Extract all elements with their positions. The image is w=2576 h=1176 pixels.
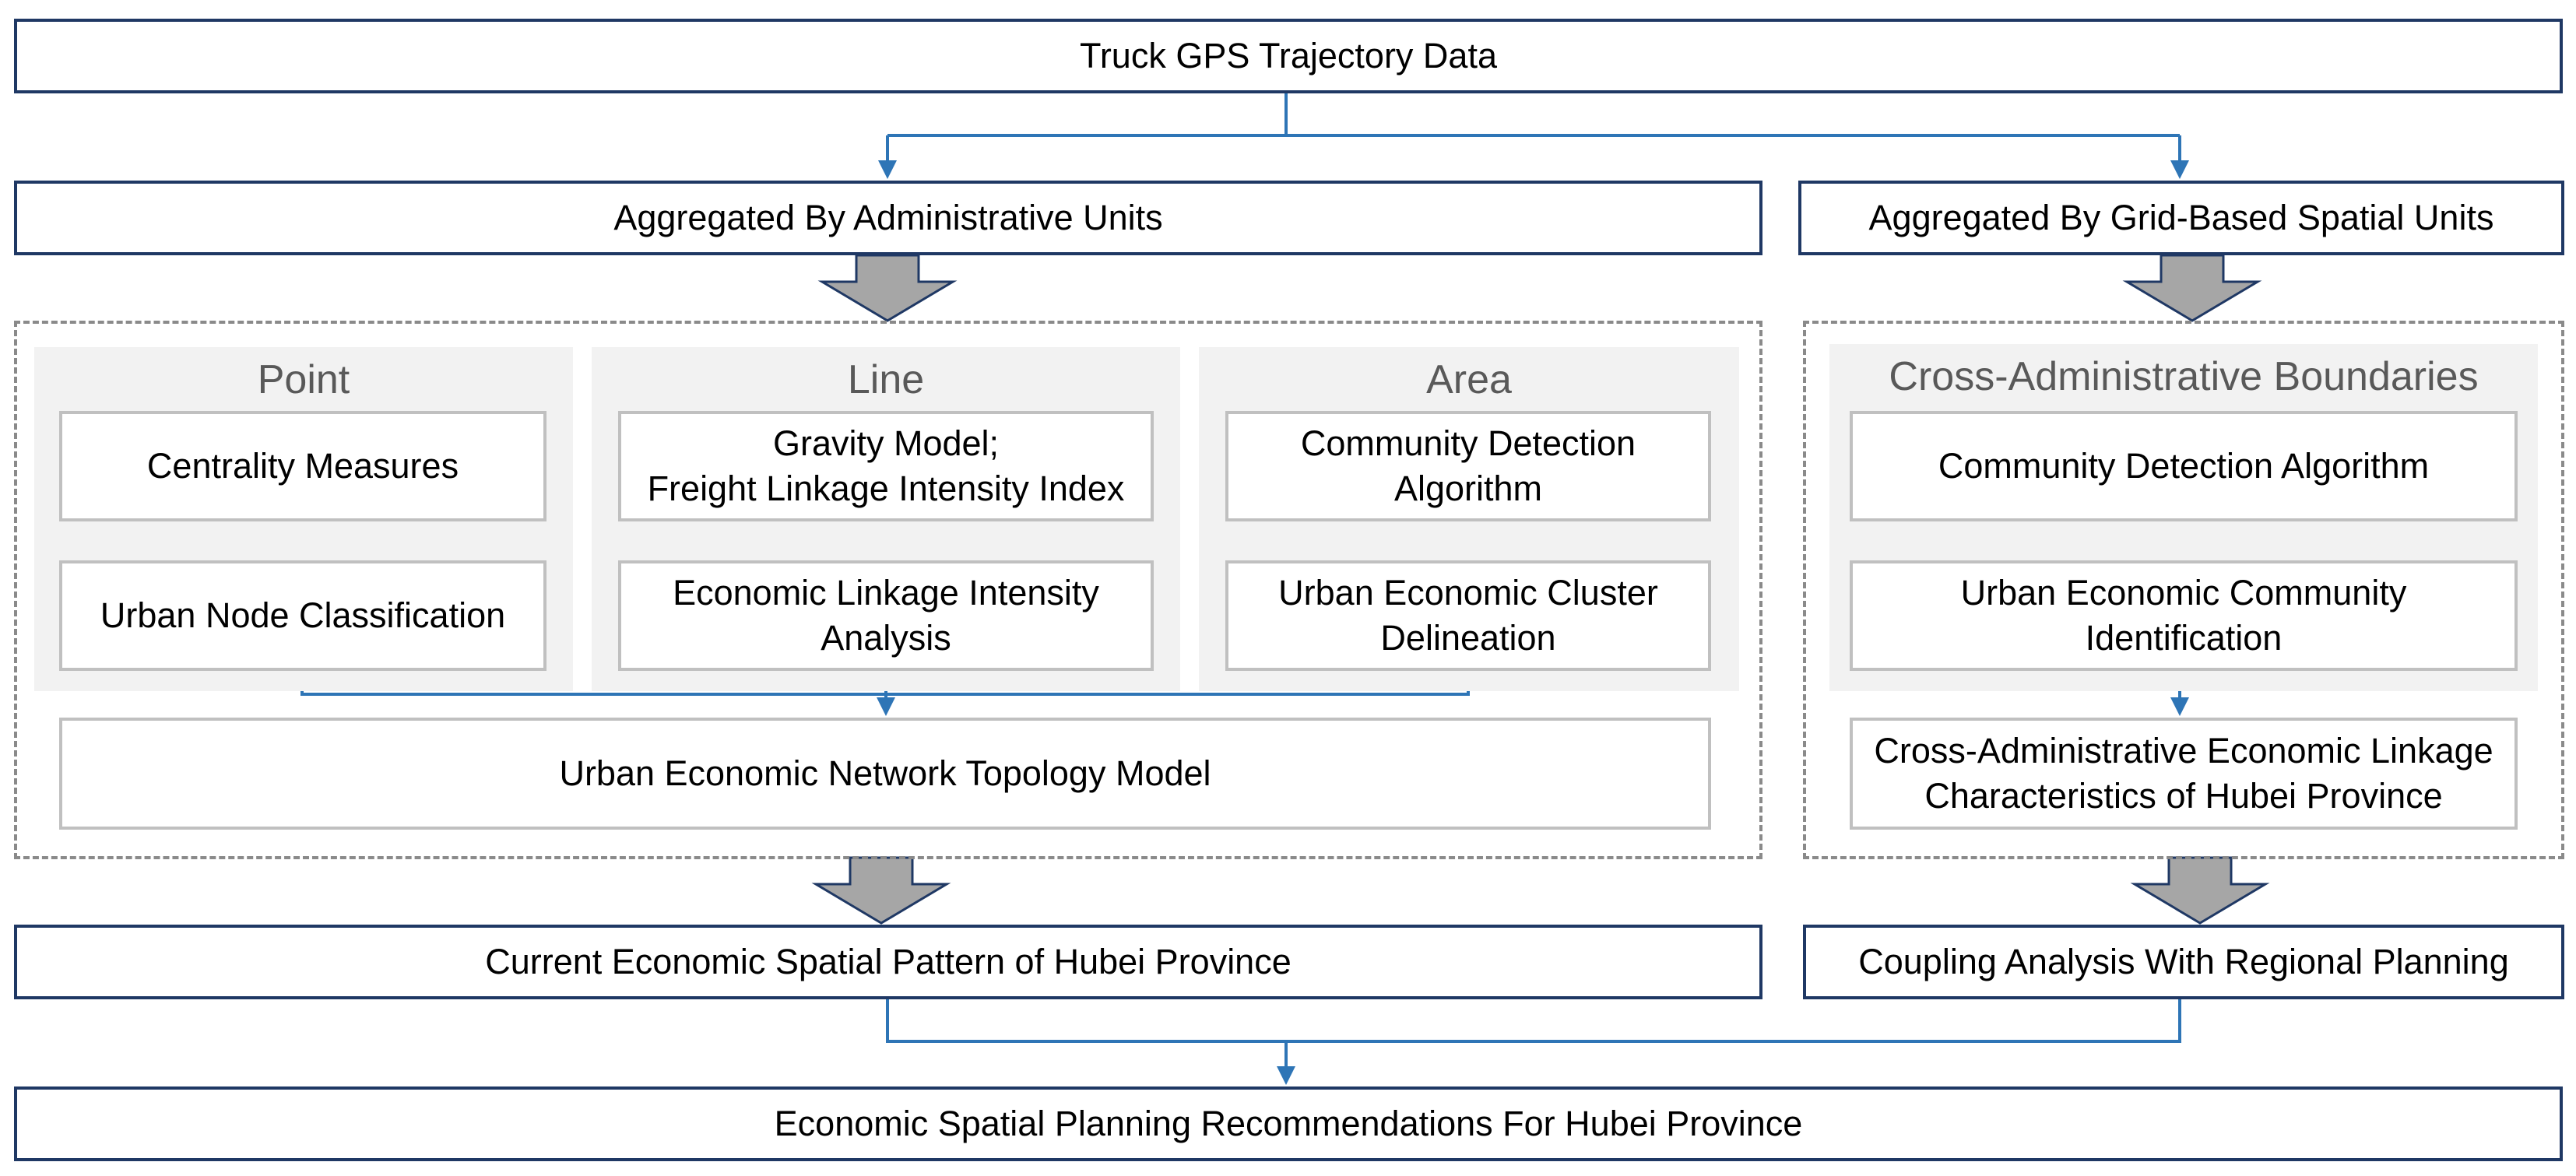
right-result-box: Coupling Analysis With Regional Planning (1803, 925, 2564, 999)
left-dashed-container (14, 321, 1762, 859)
block-arrow-left-1 (817, 254, 958, 322)
area-step2-box: Urban Economic Cluster Delineation (1225, 560, 1711, 671)
cross-step2-label: Urban Economic Community Identification (1960, 572, 2407, 658)
cross-step2-box: Urban Economic Community Identification (1850, 560, 2518, 671)
connector-top-split (887, 93, 2180, 137)
area-step1-box: Community Detection Algorithm (1225, 411, 1711, 521)
right-result-label: Coupling Analysis With Regional Planning (1858, 941, 2509, 981)
line-step2-label: Economic Linkage Intensity Analysis (673, 572, 1099, 658)
bottom-label: Economic Spatial Planning Recommendation… (774, 1103, 1803, 1143)
point-step2-label: Urban Node Classification (100, 595, 506, 635)
connector-bottom-merge (886, 999, 2181, 1043)
bottom-box: Economic Spatial Planning Recommendation… (14, 1086, 2563, 1161)
line-step1-label: Gravity Model; Freight Linkage Intensity… (647, 423, 1125, 509)
area-step2-label: Urban Economic Cluster Delineation (1278, 572, 1658, 658)
right-agg-label: Aggregated By Grid-Based Spatial Units (1868, 197, 2494, 237)
left-agg-box: Aggregated By Administrative Units (14, 181, 1762, 255)
cross-step1-label: Community Detection Algorithm (1938, 445, 2430, 486)
left-result-box: Current Economic Spatial Pattern of Hube… (14, 925, 1762, 999)
line-step1-box: Gravity Model; Freight Linkage Intensity… (618, 411, 1154, 521)
right-dashed-container (1803, 321, 2564, 859)
cross-step3-box: Cross-Administrative Economic Linkage Ch… (1850, 718, 2518, 830)
cross-step3-label: Cross-Administrative Economic Linkage Ch… (1874, 730, 2493, 816)
block-arrow-right-1 (2122, 254, 2262, 322)
area-title: Area (1426, 357, 1512, 402)
topology-box: Urban Economic Network Topology Model (59, 718, 1711, 830)
top-box: Truck GPS Trajectory Data (14, 19, 2563, 93)
point-step1-box: Centrality Measures (59, 411, 546, 521)
point-step1-label: Centrality Measures (146, 445, 459, 486)
line-title: Line (847, 357, 925, 402)
point-title: Point (257, 357, 350, 402)
top-label: Truck GPS Trajectory Data (1080, 35, 1497, 75)
left-agg-label: Aggregated By Administrative Units (613, 197, 1163, 237)
cross-step1-box: Community Detection Algorithm (1850, 411, 2518, 521)
block-arrow-right-2 (2130, 856, 2270, 925)
left-result-label: Current Economic Spatial Pattern of Hube… (485, 941, 1292, 981)
topology-label: Urban Economic Network Topology Model (559, 753, 1211, 793)
block-arrow-left-2 (811, 856, 951, 925)
line-step2-box: Economic Linkage Intensity Analysis (618, 560, 1154, 671)
point-step2-box: Urban Node Classification (59, 560, 546, 671)
right-agg-box: Aggregated By Grid-Based Spatial Units (1798, 181, 2564, 255)
cross-title: Cross-Administrative Boundaries (1889, 354, 2479, 399)
area-step1-label: Community Detection Algorithm (1300, 423, 1636, 509)
